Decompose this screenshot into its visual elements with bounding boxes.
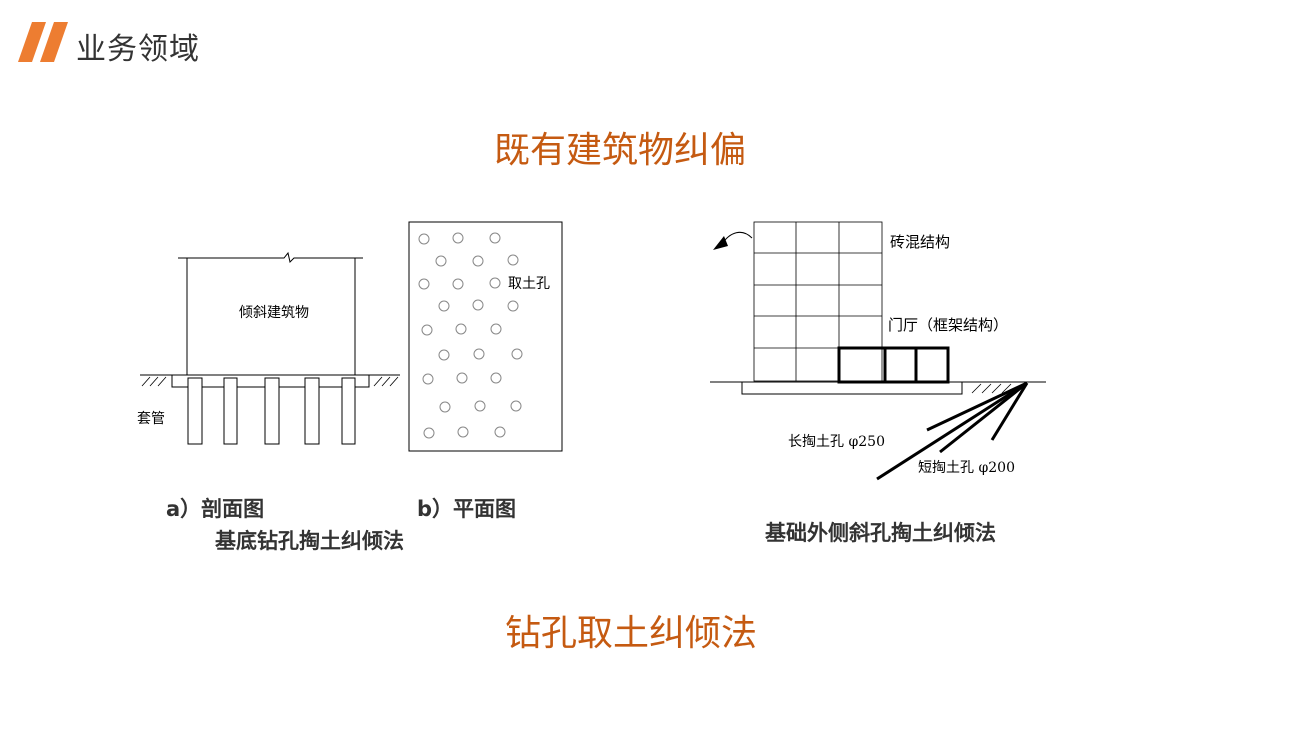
soil-hole-icon (452, 232, 464, 244)
caption-method-left: 基底钻孔掏土纠倾法 (215, 529, 404, 553)
soil-hole-icon (490, 372, 502, 384)
oblique-hole-view (710, 221, 1046, 481)
caption-plan: b）平面图 (417, 497, 516, 521)
soil-hole-icon (457, 426, 469, 438)
soil-hole-icon (439, 401, 451, 413)
caption-section: a）剖面图 (166, 497, 264, 521)
soil-hole-icon (418, 278, 430, 290)
plan-outline (408, 221, 563, 452)
casing-label: 套管 (137, 411, 165, 427)
soil-hole-icon (423, 427, 435, 439)
soil-hole-icon (452, 278, 464, 290)
soil-hole-icon (472, 255, 484, 267)
soil-hole-icon (435, 255, 447, 267)
building-label: 倾斜建筑物 (239, 305, 309, 321)
soil-hole-icon (511, 348, 523, 360)
plan-view (408, 221, 563, 452)
soil-hole-icon (507, 254, 519, 266)
soil-hole-icon (421, 324, 433, 336)
lobby-label: 门厅（框架结构） (888, 316, 1008, 334)
masonry-building-grid (753, 221, 883, 382)
casing-pipe (264, 377, 280, 445)
casing-pipe (304, 377, 320, 445)
casing-pipe (187, 377, 203, 445)
section-view (140, 251, 400, 445)
soil-hole-icon (489, 232, 501, 244)
soil-hole-icon (494, 426, 506, 438)
soil-hole-icon (456, 372, 468, 384)
logo-slashes-icon (18, 22, 68, 62)
soil-hole-icon (418, 233, 430, 245)
masonry-label: 砖混结构 (890, 233, 950, 251)
ground-hatch-right (373, 376, 399, 387)
soil-hole-icon (490, 323, 502, 335)
soil-hole-icon (438, 349, 450, 361)
tilt-arrow-icon (713, 236, 728, 250)
lobby-frame (837, 346, 950, 384)
caption-method-right: 基础外侧斜孔掏土纠倾法 (765, 521, 996, 545)
ground-hatch-oblique (971, 383, 1012, 394)
soil-hole-icon (472, 299, 484, 311)
soil-hole-icon (489, 277, 501, 289)
soil-hole-icon (455, 323, 467, 335)
bottom-title: 钻孔取土纠倾法 (504, 613, 757, 654)
long-hole-label: 长掏土孔 φ250 (788, 434, 885, 450)
ground-hatch-left (141, 376, 167, 387)
soil-hole-icon (510, 400, 522, 412)
soil-hole-icon (473, 348, 485, 360)
tilt-arrow-curve (721, 231, 753, 245)
logo-bar-1 (18, 22, 46, 62)
soil-hole-icon (438, 300, 450, 312)
hole-label: 取土孔 (508, 276, 550, 292)
soil-hole-icon (474, 400, 486, 412)
main-title: 既有建筑物纠偏 (493, 130, 746, 171)
logo-bar-2 (40, 22, 68, 62)
short-hole-label: 短掏土孔 φ200 (918, 460, 1015, 476)
section-title: 业务领域 (76, 32, 200, 67)
soil-hole-icon (422, 373, 434, 385)
oblique-holes (876, 381, 1029, 481)
soil-hole-icon (507, 300, 519, 312)
casing-pipe (341, 377, 356, 445)
foundation-right (741, 381, 963, 395)
casing-pipe (223, 377, 238, 445)
